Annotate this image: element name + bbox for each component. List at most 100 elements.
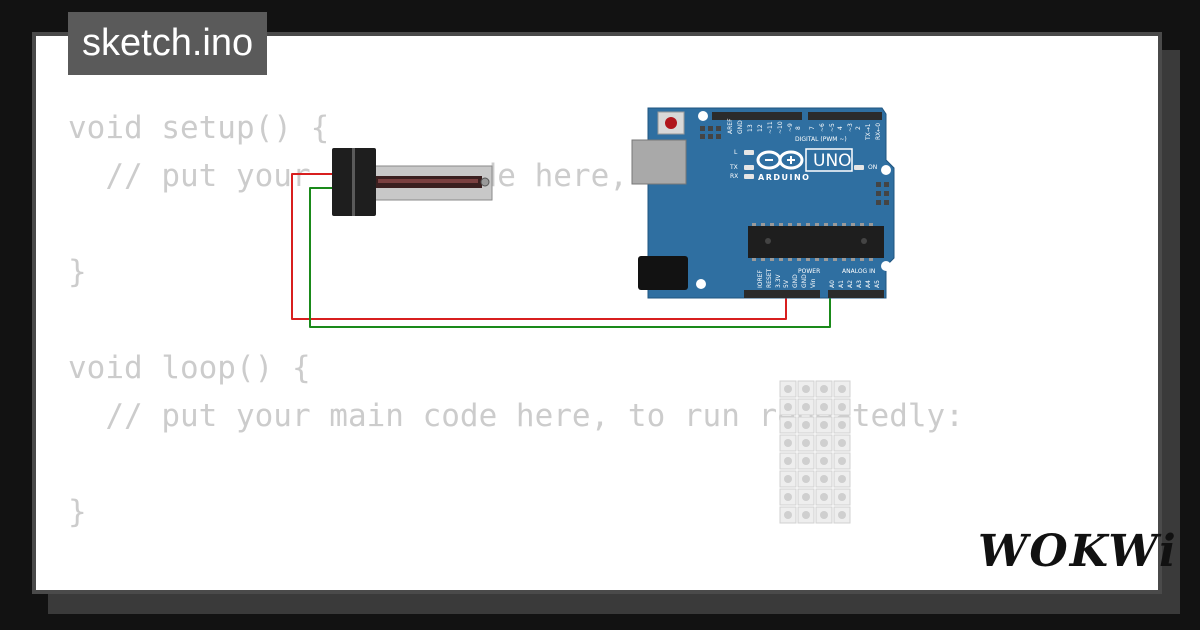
neopixel-lens-icon — [838, 475, 846, 483]
code-line: void loop() { — [68, 350, 311, 386]
power-jack — [638, 256, 688, 290]
file-tab[interactable]: sketch.ino — [68, 12, 268, 75]
pin-label-4: 4 — [837, 126, 844, 130]
pin-label-vin: Vin — [810, 278, 817, 288]
led-on-label: ON — [868, 164, 877, 171]
arduino-uno-board[interactable]: AREF GND 13 12 ~11 ~10 ~9 8 7 ~6 ~5 4 ~3… — [631, 107, 895, 299]
neopixel-lens-icon — [802, 403, 810, 411]
pin-label-2: 2 — [855, 126, 862, 130]
digital-header-label: DIGITAL (PWM ~) — [795, 136, 847, 143]
pin-label-9: ~9 — [787, 123, 794, 132]
mount-hole-icon — [881, 261, 891, 271]
pin-label-6: ~6 — [819, 123, 826, 132]
pin-label-a0: A0 — [829, 280, 836, 288]
icsp-header — [700, 126, 721, 139]
analog-pin-header[interactable] — [828, 290, 884, 298]
neopixel-lens-icon — [820, 493, 828, 501]
knob-groove — [352, 148, 355, 216]
led-l-label: L — [734, 149, 738, 156]
neopixel-matrix[interactable] — [779, 380, 851, 524]
neopixel-lens-icon — [784, 385, 792, 393]
uno-logo-text: UNO — [813, 151, 852, 171]
pin-label-12: 12 — [757, 124, 764, 132]
neopixel-lens-icon — [838, 511, 846, 519]
pin-label-rx: RX←0 — [875, 123, 882, 140]
neopixel-lens-icon — [784, 421, 792, 429]
pin-label-5v: 5V — [783, 279, 790, 288]
neopixel-lens-icon — [802, 493, 810, 501]
neopixel-lens-icon — [802, 439, 810, 447]
pin-label-a5: A5 — [874, 280, 881, 288]
led-rx-label: RX — [730, 173, 738, 180]
chip-pins — [752, 223, 873, 261]
neopixel-lens-icon — [838, 439, 846, 447]
arduino-brand-text: ARDUINO — [758, 173, 810, 182]
usb-port — [631, 139, 687, 185]
pin-label-5: ~5 — [829, 123, 836, 132]
neopixel-lens-icon — [838, 421, 846, 429]
neopixel-lens-icon — [820, 475, 828, 483]
neopixel-lens-icon — [820, 457, 828, 465]
pin-label-tx: TX→1 — [865, 123, 872, 141]
neopixel-lens-icon — [802, 385, 810, 393]
pin-label-gnd1: GND — [792, 274, 799, 288]
led-rx — [744, 174, 754, 179]
neopixel-lens-icon — [820, 385, 828, 393]
pin-label-gnd2: GND — [801, 274, 808, 288]
neopixel-lens-icon — [784, 457, 792, 465]
led-l — [744, 150, 754, 155]
neopixel-lens-icon — [802, 457, 810, 465]
arduino-logo-icon — [756, 150, 804, 170]
code-editor[interactable]: void setup() { // put your setup code he… — [68, 104, 964, 536]
neopixel-lens-icon — [820, 439, 828, 447]
neopixel-lens-icon — [802, 511, 810, 519]
analog-header-label: ANALOG IN — [842, 268, 875, 275]
neopixel-lens-icon — [784, 511, 792, 519]
pin-label-11: ~11 — [767, 121, 774, 134]
mount-hole-icon — [696, 279, 706, 289]
neopixel-lens-icon — [784, 475, 792, 483]
neopixel-lens-icon — [802, 421, 810, 429]
editor-card: void setup() { // put your setup code he… — [32, 32, 1162, 594]
power-header-label: POWER — [798, 268, 820, 275]
wire-green[interactable] — [309, 187, 831, 328]
pin-label-reset: RESET — [766, 268, 773, 288]
mount-hole-icon — [698, 111, 708, 121]
chip-dot-icon — [861, 238, 867, 244]
slide-potentiometer[interactable] — [332, 148, 493, 216]
pin-label-10: ~10 — [777, 121, 784, 134]
digital-pin-header[interactable] — [712, 112, 882, 120]
wokwi-logo: WOKWi — [978, 526, 1178, 577]
pin-label-a2: A2 — [847, 280, 854, 288]
led-tx — [744, 165, 754, 170]
pin-label-gnd: GND — [737, 120, 744, 134]
reset-button[interactable] — [665, 117, 677, 129]
pin-label-a1: A1 — [838, 280, 845, 288]
pin-label-aref: AREF — [727, 118, 734, 134]
power-pin-header[interactable] — [744, 290, 820, 298]
pin-label-3: ~3 — [847, 123, 854, 132]
code-line: void setup() { — [68, 110, 330, 146]
pin-label-3v3: 3.3V — [775, 273, 782, 288]
pin-label-ioref: IOREF — [757, 270, 764, 288]
neopixel-lens-icon — [838, 493, 846, 501]
neopixel-lens-icon — [838, 457, 846, 465]
neopixel-lens-icon — [838, 403, 846, 411]
pin-label-a3: A3 — [856, 280, 863, 288]
pin-label-8: 8 — [795, 126, 802, 130]
neopixel-lens-icon — [820, 421, 828, 429]
led-tx-label: TX — [729, 164, 738, 171]
wire-red[interactable] — [291, 173, 787, 320]
pin-label-7: 7 — [809, 126, 816, 130]
led-on — [854, 165, 864, 170]
neopixel-lens-icon — [838, 385, 846, 393]
icsp-header-right — [876, 182, 889, 205]
code-line: } — [68, 254, 87, 290]
chip-notch-icon — [765, 238, 771, 244]
neopixel-lens-icon — [820, 511, 828, 519]
pin-label-13: 13 — [747, 124, 754, 132]
neopixel-lens-icon — [820, 403, 828, 411]
screw-icon — [480, 177, 490, 187]
neopixel-lens-icon — [784, 439, 792, 447]
uno-logo-box — [805, 148, 853, 172]
